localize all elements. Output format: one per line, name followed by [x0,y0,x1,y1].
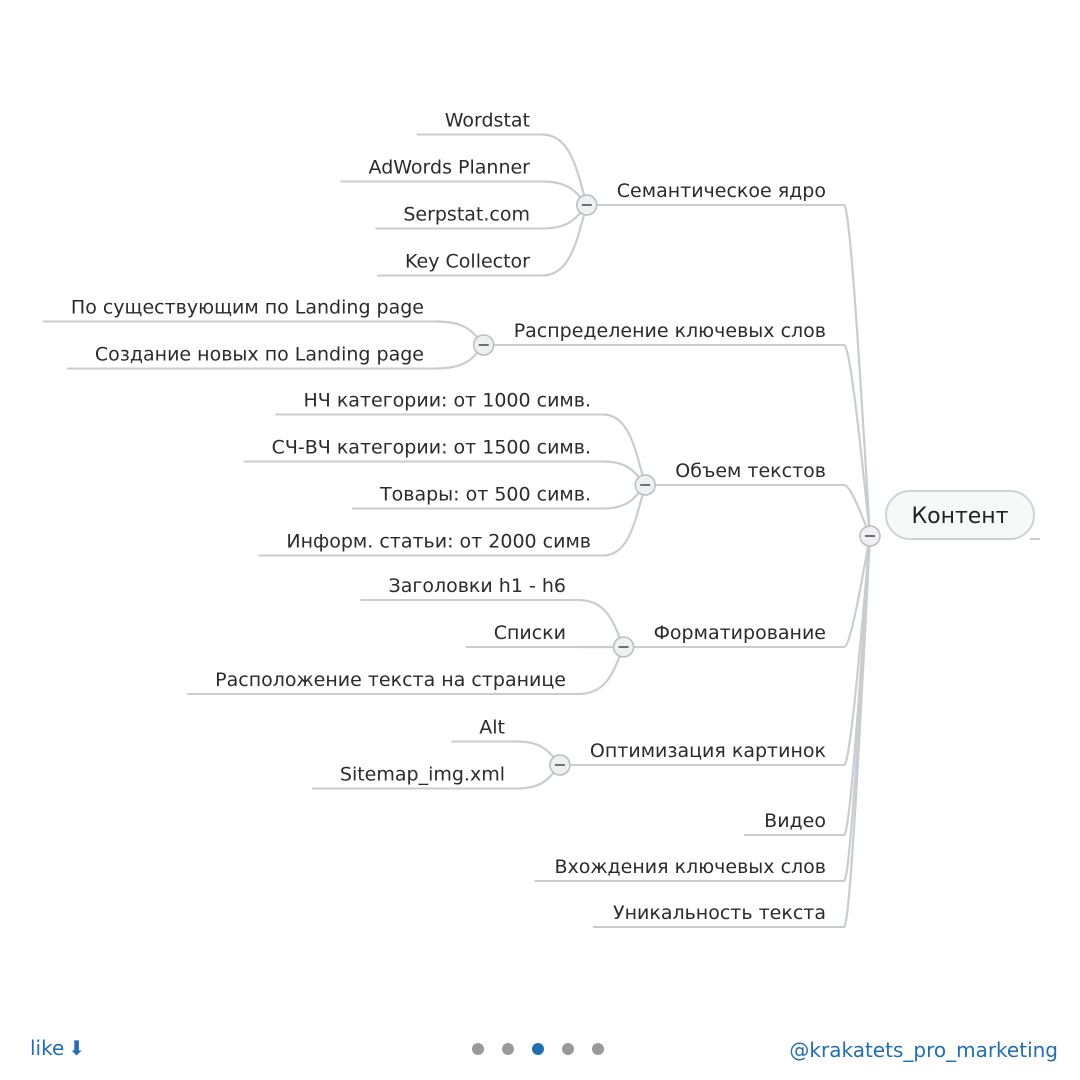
branch-label[interactable]: Уникальность текста [613,902,826,924]
branch-label[interactable]: Форматирование [654,622,826,644]
carousel-pager [472,1043,604,1055]
collapse-toggle[interactable] [472,334,495,356]
mindmap-nodes: Контент Семантическое ядро WordstatAdWords… [71,110,1040,924]
collapse-toggle[interactable] [634,474,657,496]
child-label[interactable]: Заголовки h1 - h6 [389,575,566,597]
branch-edge [842,535,872,649]
collapse-toggle[interactable] [576,194,598,216]
child-label[interactable]: Serpstat.com [403,204,530,226]
collapse-toggle[interactable] [549,754,571,776]
child-label[interactable]: Sitemap_img.xml [340,764,505,786]
child-label[interactable]: СЧ-ВЧ категории: от 1500 симв. [272,437,591,459]
child-edge [602,484,647,557]
child-label[interactable]: По существующим по Landing page [71,297,424,319]
branch-label[interactable]: Распределение ключевых слов [514,320,826,342]
child-label[interactable]: Информ. статьи: от 2000 симв [286,531,591,553]
child-label[interactable]: Расположение текста на странице [215,669,566,691]
mindmap-diagram: Контент Семантическое ядро WordstatAdWords… [42,110,1040,929]
root-node-label: Контент [911,504,1008,529]
child-label[interactable]: Создание новых по Landing page [95,344,424,366]
branch-edge [842,535,872,929]
account-handle[interactable]: @krakatets_pro_marketing [789,1038,1058,1062]
like-cta[interactable]: like⬇ [30,1036,85,1060]
child-edge [541,133,588,206]
pager-dot[interactable] [532,1043,544,1055]
branch-label[interactable]: Оптимизация картинок [590,740,826,762]
branch-label[interactable]: Видео [764,810,826,832]
root-collapse-toggle[interactable] [859,525,881,547]
collapse-toggle[interactable] [612,636,635,658]
mindmap-edges [42,133,872,929]
child-edge [541,204,588,277]
arrow-down-icon: ⬇ [68,1036,86,1060]
branch-label[interactable]: Вхождения ключевых слов [554,856,826,878]
branch-edge [842,343,872,537]
pager-dot[interactable] [502,1043,514,1055]
pager-dot[interactable] [592,1043,604,1055]
pager-dot[interactable] [562,1043,574,1055]
root-node[interactable]: Контент [885,490,1035,540]
branch-label[interactable]: Семантическое ядро [617,180,826,202]
child-label[interactable]: AdWords Planner [369,157,531,179]
branch-edge [842,203,872,537]
child-label[interactable]: Списки [494,622,566,644]
like-label: like [30,1036,65,1060]
child-edge [602,413,647,486]
child-label[interactable]: Key Collector [405,251,530,273]
child-label[interactable]: Wordstat [445,110,530,132]
child-label[interactable]: Alt [479,717,505,739]
branch-label[interactable]: Объем текстов [675,460,826,482]
pager-dot[interactable] [472,1043,484,1055]
child-label[interactable]: НЧ категории: от 1000 симв. [303,390,591,412]
child-label[interactable]: Товары: от 500 симв. [379,484,591,506]
